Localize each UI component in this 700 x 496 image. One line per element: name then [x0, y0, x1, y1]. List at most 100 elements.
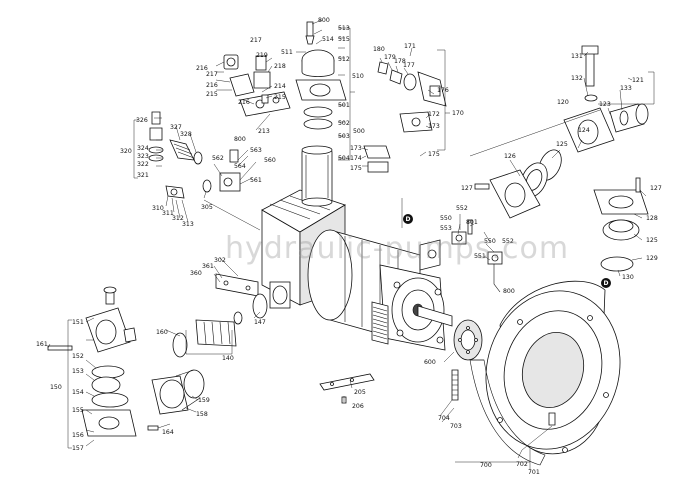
callout: 326: [136, 117, 148, 124]
callout: 302: [214, 257, 226, 264]
callout: 600: [424, 359, 436, 366]
bracket-205: [319, 373, 375, 404]
callout: 152: [72, 353, 84, 360]
callout: 323: [137, 153, 149, 160]
callout: 313: [182, 221, 194, 228]
callout: 514: [322, 36, 334, 43]
callout: 564: [234, 163, 246, 170]
sensor-550-assembly: [451, 219, 503, 293]
callout: 550: [440, 215, 452, 222]
callout: 510: [352, 73, 364, 80]
callout: 216: [196, 65, 208, 72]
callout: 160: [156, 329, 168, 336]
callout: 121: [632, 77, 644, 84]
callout: 312: [172, 215, 184, 222]
valve-360-140-assembly: [172, 273, 268, 358]
callout: 704: [438, 415, 450, 422]
callout: 173: [428, 123, 440, 130]
callout: 155: [72, 407, 84, 414]
callout: 180: [373, 46, 385, 53]
callout: 801: [466, 219, 478, 226]
callout: 324: [137, 145, 149, 152]
callout: 205: [354, 389, 366, 396]
port-150-assembly: [47, 286, 205, 437]
callout: 322: [137, 161, 149, 168]
port-120-assembly: [474, 45, 649, 272]
callout: 311: [162, 210, 174, 217]
callout: 503: [338, 133, 350, 140]
callout: 123: [599, 101, 611, 108]
callout: 127: [461, 185, 473, 192]
callout: 328: [180, 131, 192, 138]
callout: 512: [338, 56, 350, 63]
callout: 156: [72, 432, 84, 439]
watermark: hydraulic-pumps.com: [225, 231, 569, 266]
callout: 552: [502, 238, 514, 245]
callout: 171: [404, 43, 416, 50]
callout: 125: [556, 141, 568, 148]
callout: 153: [72, 368, 84, 375]
callout: 511: [281, 49, 293, 56]
callout: 157: [72, 445, 84, 452]
callout: 177: [403, 62, 415, 69]
callout: 147: [254, 319, 266, 326]
callout: 172: [428, 111, 440, 118]
callout: 702: [516, 461, 528, 468]
callout: 550: [484, 238, 496, 245]
callout: 560: [264, 157, 276, 164]
callout: 132: [571, 75, 583, 82]
callout: 327: [170, 124, 182, 131]
callout: 703: [450, 423, 462, 430]
callout: 218: [274, 63, 286, 70]
callout: 562: [212, 155, 224, 162]
valve-210-assembly: [223, 54, 291, 117]
callout: 178: [394, 58, 406, 65]
callout: 164: [162, 429, 174, 436]
callout: 515: [338, 36, 350, 43]
callout: 551: [474, 253, 486, 260]
callout: 120: [557, 99, 569, 106]
callout: 501: [338, 102, 350, 109]
callout: 175: [428, 151, 440, 158]
callout: 310: [152, 205, 164, 212]
callout-labels: 800 513 514 515 511 512 510 501 502 503 …: [36, 17, 662, 476]
marker-d-top-label: D: [406, 216, 411, 223]
callout: 800: [503, 288, 515, 295]
callout: 500: [353, 128, 365, 135]
callout: 215: [274, 94, 286, 101]
reference-marker-d-top: D: [403, 214, 413, 224]
callout: 133: [620, 85, 632, 92]
callout: 124: [578, 127, 590, 134]
callout: 321: [137, 172, 149, 179]
callout: 214: [274, 83, 286, 90]
callout: 131: [571, 53, 583, 60]
callout: 320: [120, 148, 132, 155]
callout: 140: [222, 355, 234, 362]
callout: 213: [258, 128, 270, 135]
callout: 502: [338, 120, 350, 127]
callout: 217: [206, 71, 218, 78]
callout: 361: [202, 263, 214, 270]
callout: 513: [338, 25, 350, 32]
callout: 800: [318, 17, 330, 24]
callout: 128: [646, 215, 658, 222]
callout: 217: [250, 37, 262, 44]
callout: 360: [190, 270, 202, 277]
callout: 173: [350, 145, 362, 152]
callout: 127: [650, 185, 662, 192]
callout: 700: [480, 462, 492, 469]
bell-housing: [451, 280, 621, 466]
callout: 561: [250, 177, 262, 184]
callout: 563: [250, 147, 262, 154]
callout: 161: [36, 341, 48, 348]
callout: 206: [352, 403, 364, 410]
callout: 179: [384, 54, 396, 61]
callout: 216: [206, 82, 218, 89]
filter-assembly: [295, 21, 347, 207]
valve-170-assembly: [363, 61, 447, 173]
callout: 504: [338, 155, 350, 162]
callout: 305: [201, 204, 213, 211]
callout: 154: [72, 389, 84, 396]
callout: 800: [234, 136, 246, 143]
